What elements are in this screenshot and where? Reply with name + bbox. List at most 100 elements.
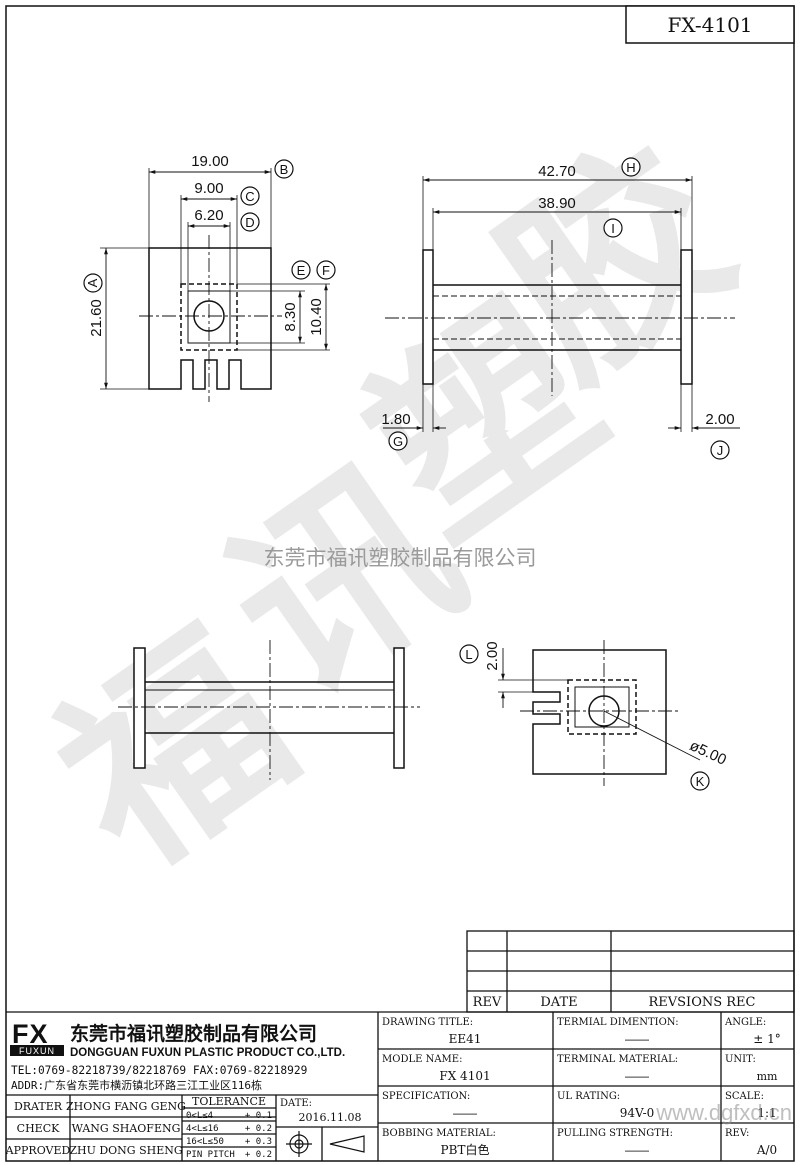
label-e-circle [291, 260, 311, 280]
part-number: FX-4101 [667, 13, 752, 37]
company-logo: FX [12, 1019, 49, 1049]
label-e: E [297, 263, 306, 278]
dim-2-00: 2.00 [705, 411, 734, 428]
dim-dia-5-00: ø5.00 [687, 737, 729, 769]
tol-range-4: PIN PITCH [186, 1150, 235, 1160]
dim-9-00: 9.00 [194, 180, 223, 197]
dim-42-70: 42.70 [538, 163, 576, 180]
check-name: WANG SHAOFENG [72, 1122, 181, 1135]
dim-1-80: 1.80 [381, 411, 410, 428]
tol-range-3: 16<L≤50 [186, 1137, 224, 1147]
company-name-en: DONGGUAN FUXUN PLASTIC PRODUCT CO.,LTD. [70, 1047, 345, 1059]
label-a: A [85, 278, 100, 287]
label-c: C [245, 189, 254, 204]
tolerance-title: TOLERANCE [192, 1095, 266, 1108]
pull: —— [625, 1143, 649, 1157]
company-logo-sub: FUXUN [19, 1046, 55, 1056]
drawing-title-label: DRAWING TITLE: [382, 1017, 473, 1028]
label-l-circle [459, 644, 479, 664]
drawing-title: EE41 [449, 1032, 482, 1046]
label-f: F [322, 263, 330, 278]
watermark: 福 讯 塑 胶 [16, 100, 771, 914]
date-header: DATE [540, 995, 577, 1010]
rev-label: REV: [725, 1128, 749, 1139]
dim-21-60: 21.60 [88, 299, 105, 337]
part-number-box [625, 5, 795, 44]
model: FX 4101 [439, 1069, 490, 1083]
watermark-company: 东莞市福讯塑胶制品有限公司 [264, 547, 537, 570]
revisions-header: REVSIONS REC [648, 995, 755, 1010]
sheet-border [5, 5, 795, 1162]
label-b: B [280, 162, 289, 177]
approved-name: ZHU DONG SHENG [69, 1144, 182, 1157]
dim-38-90: 38.90 [538, 195, 576, 212]
tol-range-2: 4<L≤16 [186, 1124, 219, 1134]
check-role: CHECK [17, 1122, 60, 1135]
terminal-dim: —— [625, 1032, 649, 1046]
label-g-circle [388, 431, 408, 451]
terminal-dim-label: TERMIAL DIMENTION: [557, 1017, 679, 1028]
label-b-circle [274, 159, 294, 179]
terminal-mat-label: TERMINAL MATERIAL: [557, 1054, 678, 1065]
rev: A/0 [756, 1143, 777, 1157]
pull-label: PULLING STRENGTH: [557, 1128, 673, 1139]
label-h-circle [621, 157, 641, 177]
label-k: K [696, 774, 705, 789]
date-value: 2016.11.08 [299, 1111, 362, 1124]
bobbin-label: BOBBING MATERIAL: [382, 1128, 496, 1139]
logo-sub-bg [10, 1045, 64, 1056]
label-d-circle [240, 212, 260, 232]
rev-header: REV [473, 995, 502, 1010]
unit: mm [757, 1070, 778, 1083]
company-name-cn: 东莞市福讯塑胶制品有限公司 [70, 1022, 317, 1045]
angle-label: ANGLE: [724, 1017, 766, 1028]
company-addr: ADDR:广东省东莞市横沥镇北环路三江工业区116栋 [11, 1078, 262, 1092]
spec: —— [453, 1106, 477, 1120]
tol-val-1: + 0.1 [245, 1111, 272, 1121]
bobbin: PBT白色 [441, 1142, 490, 1157]
date-label: DATE: [280, 1098, 312, 1109]
side-view [383, 176, 740, 432]
ul-label: UL RATING: [557, 1091, 620, 1102]
bottom-side-view [118, 640, 420, 780]
title-block [6, 1011, 794, 1161]
label-f-circle [316, 260, 336, 280]
revision-table [466, 930, 795, 1013]
unit-label: UNIT: [725, 1054, 756, 1065]
front-view [100, 168, 330, 402]
model-label: MODLE NAME: [382, 1054, 462, 1065]
label-a-circle [83, 273, 103, 293]
label-j: J [717, 443, 724, 458]
tol-range-1: 0<L≤4 [186, 1111, 213, 1121]
drater-role: DRATER [14, 1100, 63, 1113]
drater-name: ZHONG FANG GENG [66, 1100, 186, 1113]
ul: 94V-0 [620, 1106, 655, 1120]
label-i-circle [603, 218, 623, 238]
label-h: H [626, 160, 635, 175]
label-g: G [393, 434, 403, 449]
bottom-end-view [498, 640, 701, 786]
dim-6-20: 6.20 [194, 207, 223, 224]
site-watermark: www.dgfxd.cn [655, 1100, 792, 1125]
label-l: L [465, 647, 472, 662]
label-k-circle [690, 771, 710, 791]
dim-8-30: 8.30 [282, 302, 299, 331]
label-i: I [611, 221, 615, 236]
approved-role: APPROVED [5, 1144, 71, 1157]
label-c-circle [240, 186, 260, 206]
angle: ± 1° [753, 1032, 781, 1046]
company-tel: TEL:0769-82218739/82218769 FAX:0769-8221… [11, 1064, 307, 1077]
terminal-mat: —— [625, 1069, 649, 1083]
projection-symbol-icon [286, 1131, 365, 1157]
tol-val-4: + 0.2 [245, 1150, 272, 1160]
label-d: D [245, 215, 254, 230]
dim-2-00-b: 2.00 [484, 641, 501, 670]
scale: 1:1 [757, 1106, 776, 1120]
scale-label: SCALE: [725, 1091, 764, 1102]
tol-val-3: + 0.3 [245, 1137, 272, 1147]
spec-label: SPECIFICATION: [382, 1091, 470, 1102]
dim-10-40: 10.40 [308, 298, 325, 336]
dim-19-00: 19.00 [191, 153, 229, 170]
label-j-circle [710, 440, 730, 460]
